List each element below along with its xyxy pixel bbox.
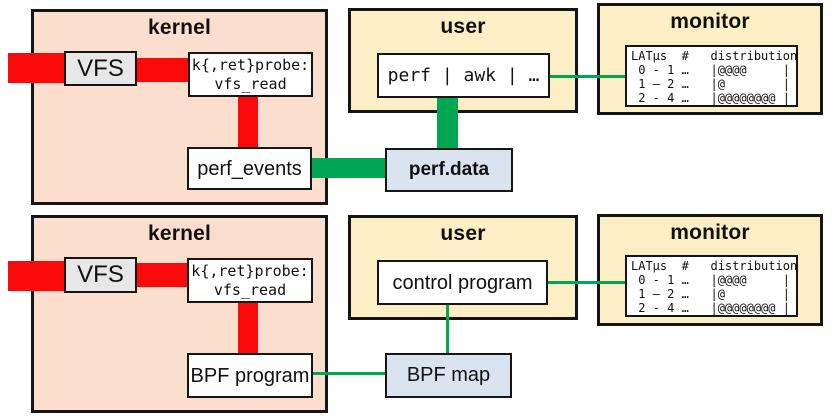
green-link-bpf-program-to-bpf-map	[311, 372, 387, 375]
latency-histogram-bottom: LATμs # distribution 0 - 1 … |@@@@ | 1 –…	[625, 255, 798, 317]
bpf-program-node: BPF program	[187, 353, 313, 398]
user-title-bottom: user	[440, 222, 486, 245]
green-link-control-to-monitor	[546, 281, 627, 284]
red-arrow-probe-to-bpf-program	[238, 301, 258, 355]
red-arrow-syscall-entry-top	[8, 53, 66, 83]
perf-pipeline-node: perf | awk | …	[377, 53, 550, 98]
red-arrow-vfs-to-probe-top	[135, 58, 190, 82]
red-arrow-probe-to-perf-events	[238, 95, 258, 149]
perf-data-label: perf.data	[408, 159, 490, 180]
histogram-header-bottom: LATμs # distribution	[631, 259, 798, 273]
green-link-bpf-map-to-control	[446, 303, 449, 355]
user-title-top: user	[440, 15, 486, 38]
kernel-title-top: kernel	[147, 16, 212, 39]
latency-histogram-top: LATμs # distribution 0 - 1 … |@@@@ | 1 –…	[625, 45, 798, 107]
histogram-header-top: LATμs # distribution	[631, 49, 798, 63]
green-link-perf-events-to-perf-data	[310, 158, 387, 178]
perf-events-label: perf_events	[197, 157, 302, 180]
perf-events-node: perf_events	[187, 147, 312, 190]
vfs-node-bottom: VFS	[64, 257, 137, 293]
red-arrow-syscall-entry-bottom	[8, 261, 66, 291]
histogram-row-bottom: 2 - 4 … |@@@@@@@@ |	[631, 301, 790, 315]
perf-data-node: perf.data	[385, 148, 513, 192]
bpf-map-label: BPF map	[406, 364, 491, 386]
histogram-row-bottom: 0 - 1 … |@@@@ |	[631, 273, 790, 287]
vfs-label-top: VFS	[77, 54, 124, 82]
vfs-label-bottom: VFS	[77, 261, 124, 288]
control-program-label: control program	[392, 271, 533, 294]
kprobe-line2-top: vfs_read	[214, 74, 287, 93]
kernel-box-top: kernel	[31, 9, 328, 205]
kernel-title-bottom: kernel	[147, 222, 212, 245]
green-link-perf-to-monitor	[548, 75, 627, 78]
histogram-row-top: 1 – 2 … |@ |	[631, 77, 790, 91]
bpf-map-node: BPF map	[385, 353, 512, 398]
perf-pipeline-label: perf | awk | …	[387, 64, 540, 86]
kprobe-node-top: k{,ret}probe: vfs_read	[188, 52, 313, 97]
histogram-row-top: 0 - 1 … |@@@@ |	[631, 63, 790, 77]
bpf-program-label: BPF program	[190, 364, 310, 387]
monitor-title-bottom: monitor	[670, 221, 750, 244]
red-arrow-vfs-to-probe-bottom	[135, 263, 190, 287]
kprobe-line1-bottom: k{,ret}probe:	[191, 261, 309, 280]
kprobe-node-bottom: k{,ret}probe: vfs_read	[187, 258, 313, 303]
vfs-node-top: VFS	[64, 51, 137, 86]
control-program-node: control program	[377, 260, 548, 305]
green-link-perf-data-to-perf	[437, 96, 458, 150]
histogram-row-top: 2 - 4 … |@@@@@@@@ |	[631, 91, 790, 105]
monitor-title-top: monitor	[670, 10, 750, 33]
kprobe-line1-top: k{,ret}probe:	[191, 55, 310, 74]
histogram-row-bottom: 1 – 2 … |@ |	[631, 287, 790, 301]
kprobe-line2-bottom: vfs_read	[213, 280, 287, 299]
